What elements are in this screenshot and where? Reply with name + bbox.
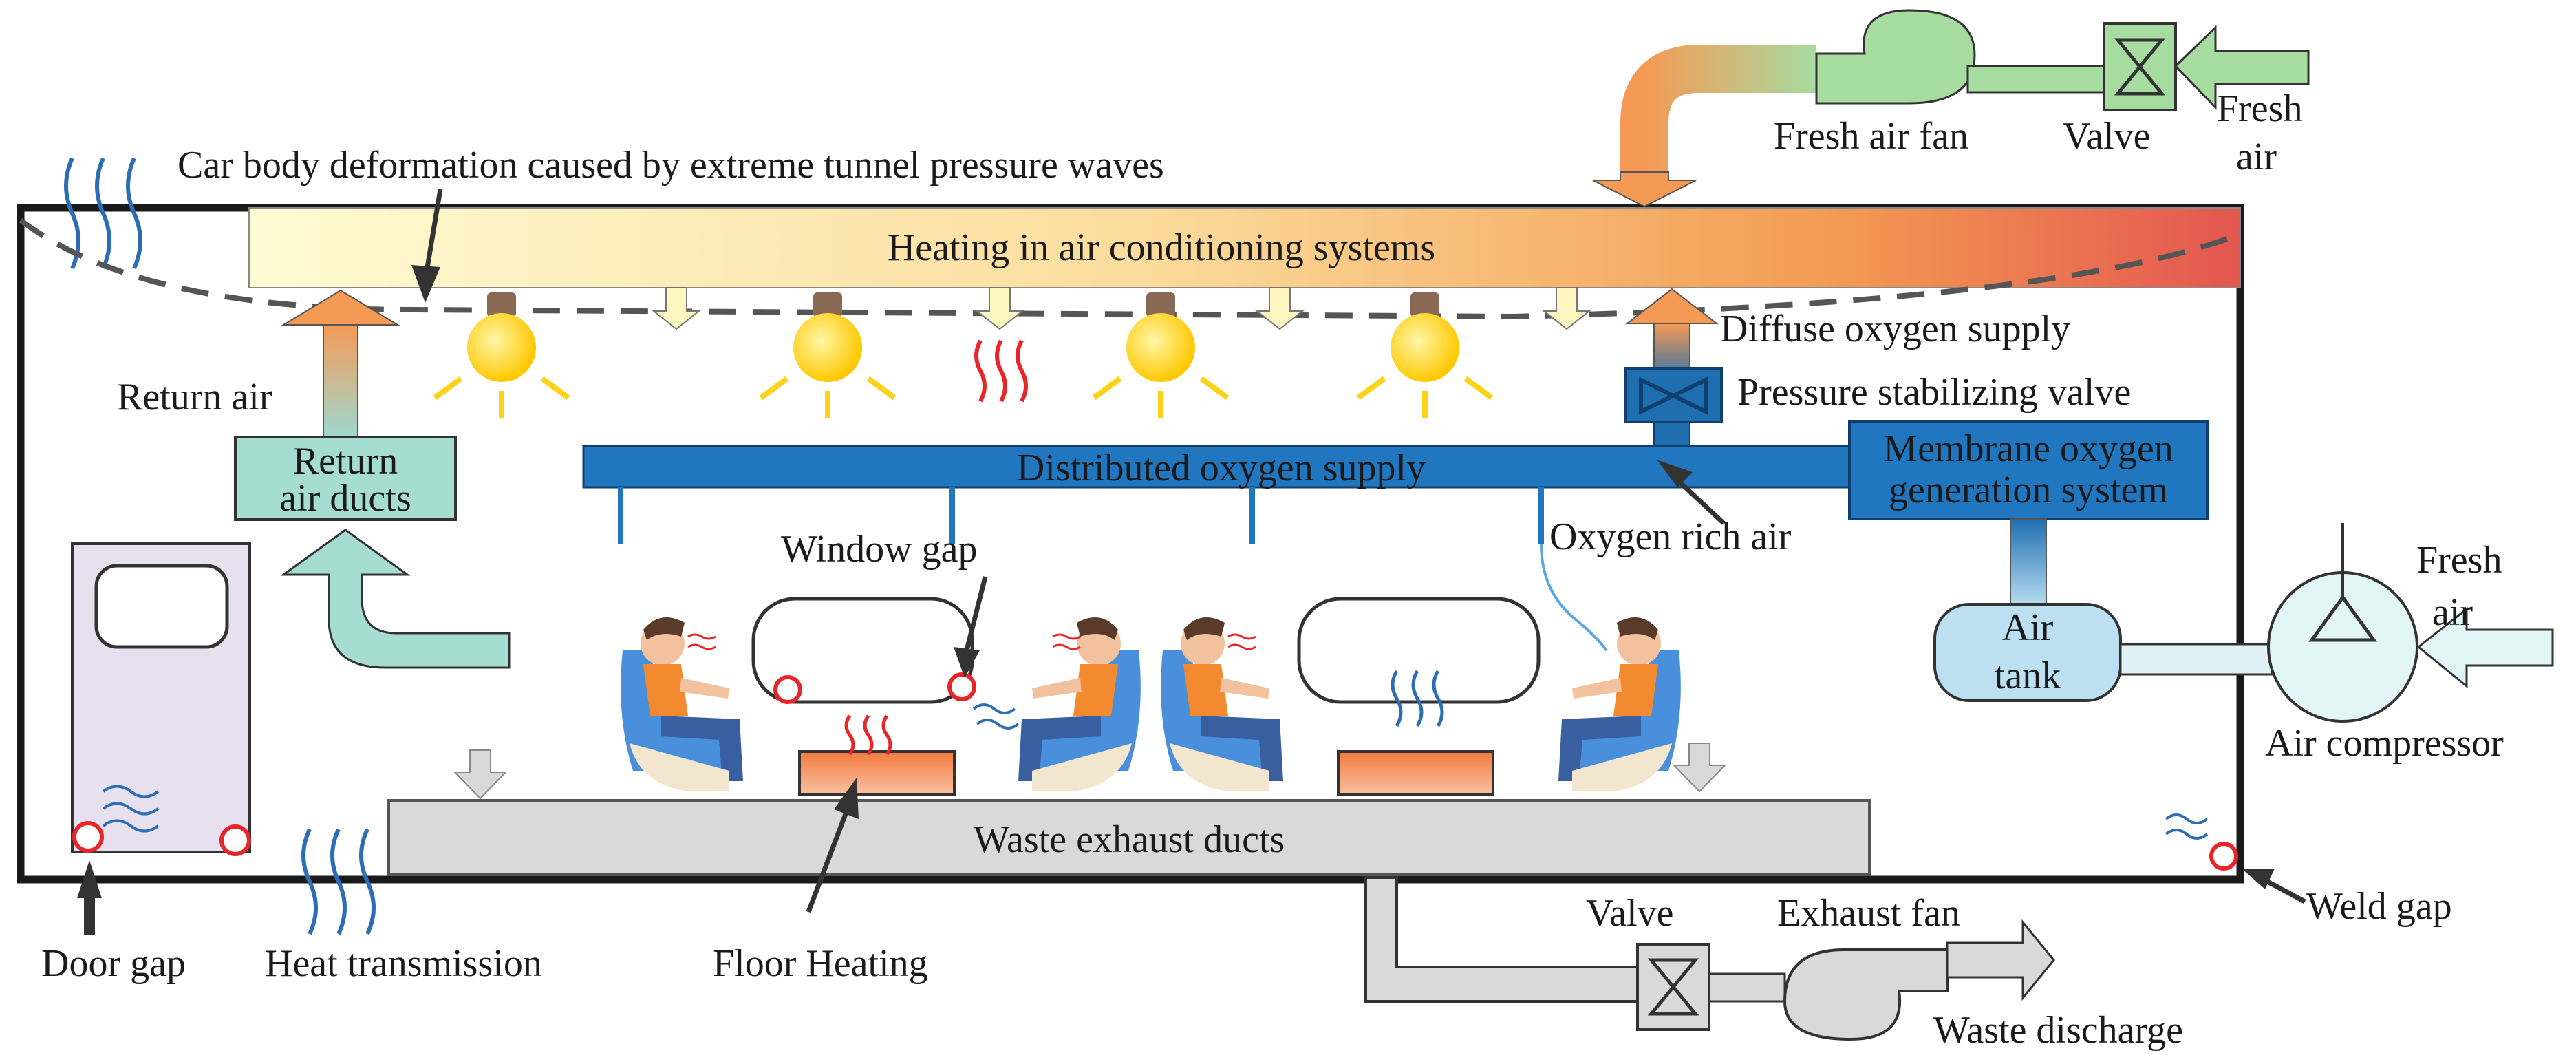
window-leak-wave-icon: [972, 703, 1020, 730]
ac-heating-bar: [248, 207, 2241, 288]
deformation-curve: [19, 217, 2242, 320]
air-compressor-label: Air compressor: [2265, 722, 2504, 765]
fresh-air-right-label-1: Fresh: [2416, 539, 2502, 582]
door-gap-marker: [72, 821, 104, 853]
door-leak-wave-icon: [102, 785, 160, 833]
distributed-oxygen-bar: [582, 445, 1863, 489]
heat-transmission-wave-icon: [301, 828, 376, 935]
door-gap-marker: [219, 824, 251, 856]
floor-heating-pointer: [806, 811, 849, 913]
light-bulb-icon: [1092, 292, 1230, 418]
valve-bottom-icon: [1636, 943, 1710, 1031]
pressure-valve-label: Pressure stabilizing valve: [1737, 371, 2131, 414]
oxygen-outlets: [618, 487, 1544, 544]
floor-heating-pointer-head: [834, 778, 859, 819]
waste-discharge-label: Waste discharge: [1933, 1009, 2183, 1052]
door-window: [94, 564, 229, 649]
waste-exhaust-duct: [387, 799, 1871, 876]
deformation-pointer-head: [411, 265, 440, 303]
heat-wave-red-icon: [974, 339, 1028, 403]
valve-to-fan-duct: [1708, 972, 1786, 1003]
window-gap-pointer: [964, 576, 988, 651]
fresh-air-top-label-2: air: [2236, 136, 2277, 178]
air-tank-label-2: tank: [1995, 655, 2061, 697]
fresh-air-fan-icon: [1815, 9, 1976, 105]
return-air-up-arrow: [281, 289, 400, 326]
window-right: [1297, 597, 1541, 704]
compressor-to-tank-pipe: [2119, 643, 2273, 676]
passenger-icon: [621, 617, 743, 791]
deformation-label: Car body deformation caused by extreme t…: [178, 144, 1164, 187]
return-air-upflow: [323, 323, 358, 438]
fresh-air-top-label-1: Fresh: [2217, 87, 2302, 130]
fresh-air-right-arrow: [2416, 606, 2554, 689]
exhaust-down-arrow: [453, 749, 508, 800]
membrane-label-1: Membrane oxygen: [1883, 427, 2173, 470]
fresh-air-top-arrow: [2174, 25, 2310, 110]
return-ducts-label-2: air ducts: [279, 477, 411, 520]
valve-top-label: Valve: [2063, 115, 2151, 158]
membrane-label-2: generation system: [1889, 469, 2168, 511]
return-air-label: Return air: [117, 376, 272, 418]
window-cold-wave-icon: [1391, 670, 1444, 727]
return-air-ducts-box: [234, 436, 457, 521]
deformation-pointer: [424, 189, 443, 273]
window-gap-marker: [947, 672, 976, 701]
exhaust-fan-label: Exhaust fan: [1777, 892, 1960, 935]
membrane-to-tank-pipe: [2010, 518, 2047, 609]
valve-top-icon: [2103, 22, 2177, 111]
floor-heat-wave-icon: [844, 714, 892, 756]
fresh-air-fan-label: Fresh air fan: [1774, 115, 1968, 158]
fresh-air-down-arrow: [1592, 171, 1697, 208]
waste-discharge-arrow: [1946, 919, 2055, 1001]
floor-heater: [1337, 750, 1494, 796]
weld-leak-wave-icon: [2165, 813, 2209, 840]
diffuse-supply-up-arrow: [1625, 288, 1719, 324]
oxygen-tube-to-passenger: [1540, 543, 1608, 652]
weld-gap-pointer-head: [2242, 869, 2275, 889]
pressure-valve-icon: [1624, 367, 1723, 423]
oxygen-rich-pointer-head: [1657, 460, 1693, 487]
floor-heater: [798, 750, 956, 796]
air-tank-label-1: Air: [2002, 606, 2054, 649]
light-bulb-icon: [433, 292, 570, 418]
air-compressor-icon: [2267, 523, 2418, 723]
window-gap-pointer-head: [954, 647, 980, 678]
valve-bottom-label: Valve: [1586, 892, 1674, 935]
weld-gap-marker: [2209, 842, 2238, 871]
ac-heating-label: Heating in air conditioning systems: [888, 226, 1435, 269]
exhaust-fan-icon: [1783, 948, 1949, 1041]
membrane-oxygen-box: [1848, 420, 2209, 520]
valve-to-bar-pipe: [1653, 421, 1690, 447]
weld-gap-pointer: [2262, 877, 2306, 904]
return-ducts-label-1: Return: [293, 440, 398, 482]
fresh-air-right-label-2: air: [2432, 591, 2473, 634]
door-gap-arrow: [77, 860, 102, 935]
exhaust-down-arrow: [1672, 743, 1727, 793]
window-gap-label: Window gap: [781, 528, 977, 571]
waste-ducts-label: Waste exhaust ducts: [974, 818, 1285, 861]
passenger-icon: [1018, 617, 1141, 791]
fresh-air-bend-duct: [1620, 45, 1816, 179]
oxygen-rich-label: Oxygen rich air: [1549, 515, 1792, 558]
light-bulb-icon: [1356, 292, 1494, 418]
light-bulb-icon: [759, 292, 897, 418]
supply-vent-arrows: [652, 287, 1591, 330]
distributed-oxygen-label: Distributed oxygen supply: [1017, 447, 1426, 489]
return-air-bend-arrow: [280, 529, 511, 669]
floor-heating-label: Floor Heating: [713, 942, 928, 985]
weld-gap-label: Weld gap: [2306, 885, 2452, 928]
window-gap-marker: [773, 675, 802, 704]
passenger-icon: [1161, 617, 1283, 791]
diffuse-oxygen-label: Diffuse oxygen supply: [1720, 308, 2070, 350]
passenger-icon: [1558, 617, 1681, 791]
heat-transmission-label: Heat transmission: [265, 942, 542, 985]
door-gap-label: Door gap: [41, 942, 186, 985]
fresh-fan-to-valve-duct: [1966, 65, 2107, 94]
